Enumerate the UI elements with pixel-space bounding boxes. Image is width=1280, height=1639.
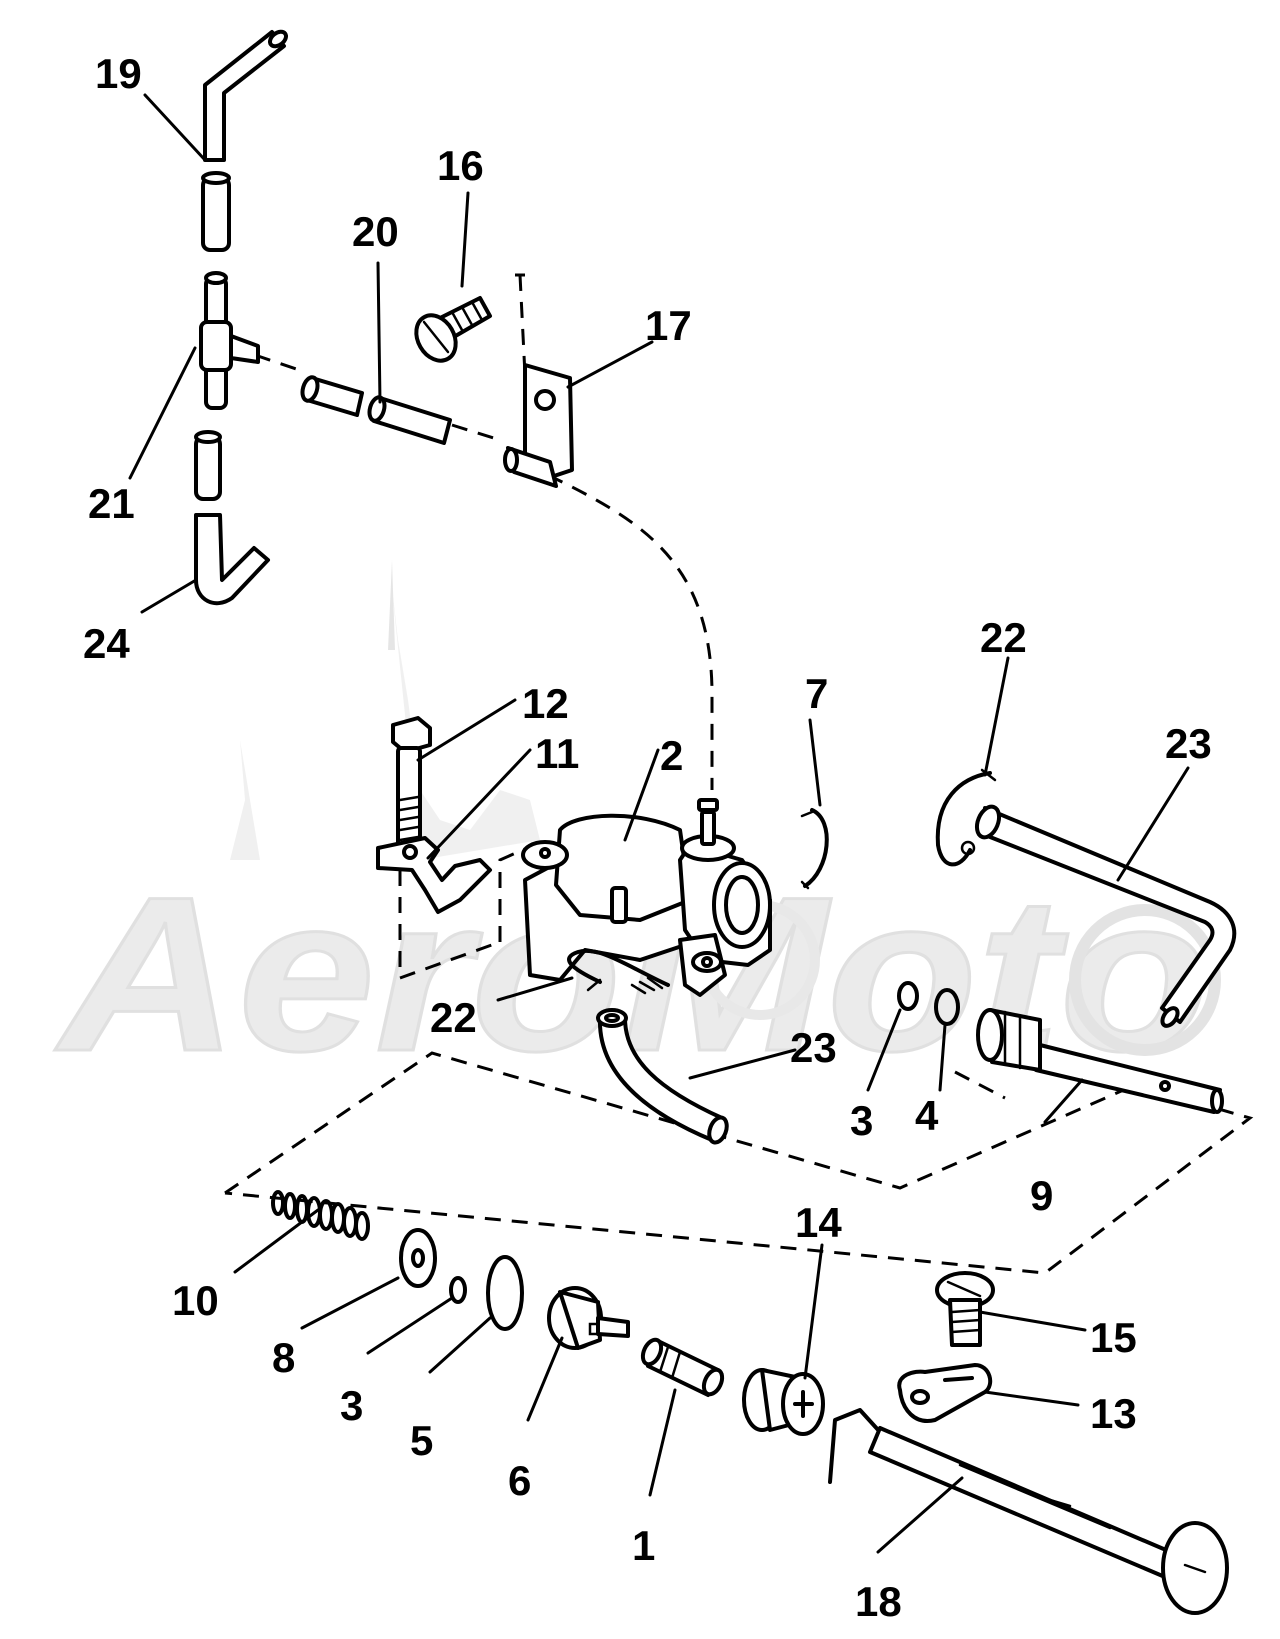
part-20-hose-sections — [300, 375, 452, 445]
part-18-choke-rod — [828, 1408, 1229, 1615]
callout-18: 18 — [855, 1578, 902, 1625]
part-5-o-ring — [486, 1255, 524, 1331]
callout-17: 17 — [645, 302, 692, 349]
callout-9: 9 — [1030, 1172, 1053, 1219]
part-7-snap-ring — [800, 808, 829, 890]
callout-3-upper: 3 — [850, 1097, 873, 1144]
part-12-bolt — [391, 716, 432, 850]
part-6-cam — [547, 1286, 630, 1350]
callout-2: 2 — [660, 732, 683, 779]
part-9-shaft — [976, 1008, 1224, 1114]
part-17-clamp — [503, 363, 574, 488]
part-4-o-ring — [934, 988, 960, 1026]
callout-4: 4 — [915, 1092, 939, 1139]
callout-23-lower: 23 — [790, 1024, 837, 1071]
callout-7: 7 — [805, 670, 828, 717]
callout-22-upper: 22 — [980, 614, 1027, 661]
part-15-screw — [935, 1271, 995, 1347]
part-8-washer — [399, 1228, 437, 1288]
part-14-plug — [742, 1368, 825, 1436]
part-1-pin — [640, 1337, 725, 1397]
part-13-link-plate — [897, 1363, 993, 1423]
part-21-tee-fitting — [199, 271, 260, 410]
callout-15: 15 — [1090, 1314, 1137, 1361]
callout-12: 12 — [522, 680, 569, 727]
callout-11: 11 — [535, 730, 579, 777]
assembly-guide-lines — [224, 273, 1254, 1275]
callout-23-upper: 23 — [1165, 720, 1212, 767]
part-19-upper-hose — [201, 29, 288, 252]
callout-labels: 19 16 20 17 21 24 22 12 11 2 7 23 22 23 … — [83, 50, 1212, 1625]
callout-20: 20 — [352, 208, 399, 255]
callout-13: 13 — [1090, 1390, 1137, 1437]
callout-19: 19 — [95, 50, 142, 97]
part-16-screw — [414, 296, 492, 363]
callout-16: 16 — [437, 142, 484, 189]
leader-lines — [128, 93, 1190, 1554]
part-3-lower-o-ring — [449, 1276, 467, 1304]
callout-22-lower: 22 — [430, 994, 477, 1041]
callout-1: 1 — [632, 1522, 655, 1569]
callout-8: 8 — [272, 1334, 295, 1381]
part-10-spring — [271, 1190, 370, 1241]
part-11-bracket — [376, 836, 492, 914]
callout-10: 10 — [172, 1277, 219, 1324]
callout-24: 24 — [83, 620, 130, 667]
callout-6: 6 — [508, 1457, 531, 1504]
part-22-lower-clip — [567, 948, 670, 995]
part-24-lower-hose — [194, 430, 270, 606]
part-3-upper-o-ring — [897, 981, 919, 1011]
callout-21: 21 — [88, 480, 135, 527]
part-23-lower-tube — [596, 1008, 729, 1145]
part-2-lever-body — [521, 798, 772, 997]
callout-14: 14 — [795, 1199, 842, 1246]
callout-5: 5 — [410, 1417, 433, 1464]
part-23-upper-tube — [974, 804, 1237, 1028]
callout-3-lower: 3 — [340, 1382, 363, 1429]
